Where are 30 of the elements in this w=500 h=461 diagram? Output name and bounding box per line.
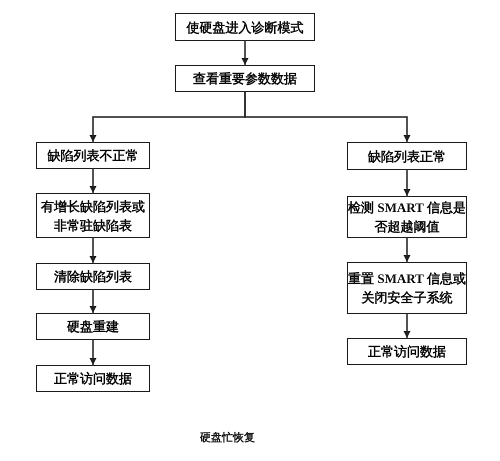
- box-label: 缺陷列表正常: [368, 148, 446, 166]
- arrow: [404, 314, 410, 338]
- arrow: [404, 170, 410, 196]
- arrow: [242, 41, 248, 65]
- box-label: 检测 SMART 信息是否超越阈值: [348, 199, 466, 236]
- process-box: [175, 13, 315, 41]
- arrow: [90, 169, 96, 193]
- box-label: 重置 SMART 信息或关闭安全子系统: [348, 270, 466, 307]
- arrow: [244, 92, 410, 142]
- process-box: [36, 365, 150, 392]
- process-box: [36, 313, 150, 340]
- process-box: [347, 142, 467, 170]
- box-label: 有增长缺陷列表或非常驻缺陷表: [40, 198, 146, 234]
- box-label: 清除缺陷列表: [54, 268, 132, 286]
- process-box: [175, 65, 315, 92]
- box-label: 使硬盘进入诊断模式: [186, 18, 304, 36]
- box-label: 硬盘重建: [67, 318, 119, 336]
- arrow: [404, 238, 410, 262]
- arrow: [90, 290, 96, 313]
- process-box: [36, 263, 150, 290]
- box-label: 正常访问数据: [368, 343, 446, 361]
- process-box: [347, 262, 467, 314]
- arrow: [90, 238, 96, 263]
- process-box: [36, 142, 150, 169]
- box-label: 查看重要参数数据: [193, 70, 297, 88]
- box-label: 正常访问数据: [54, 370, 132, 388]
- process-box: [347, 338, 467, 365]
- box-label: 缺陷列表不正常: [48, 147, 138, 165]
- caption: 硬盘忙恢复: [200, 430, 255, 445]
- arrow: [90, 340, 96, 365]
